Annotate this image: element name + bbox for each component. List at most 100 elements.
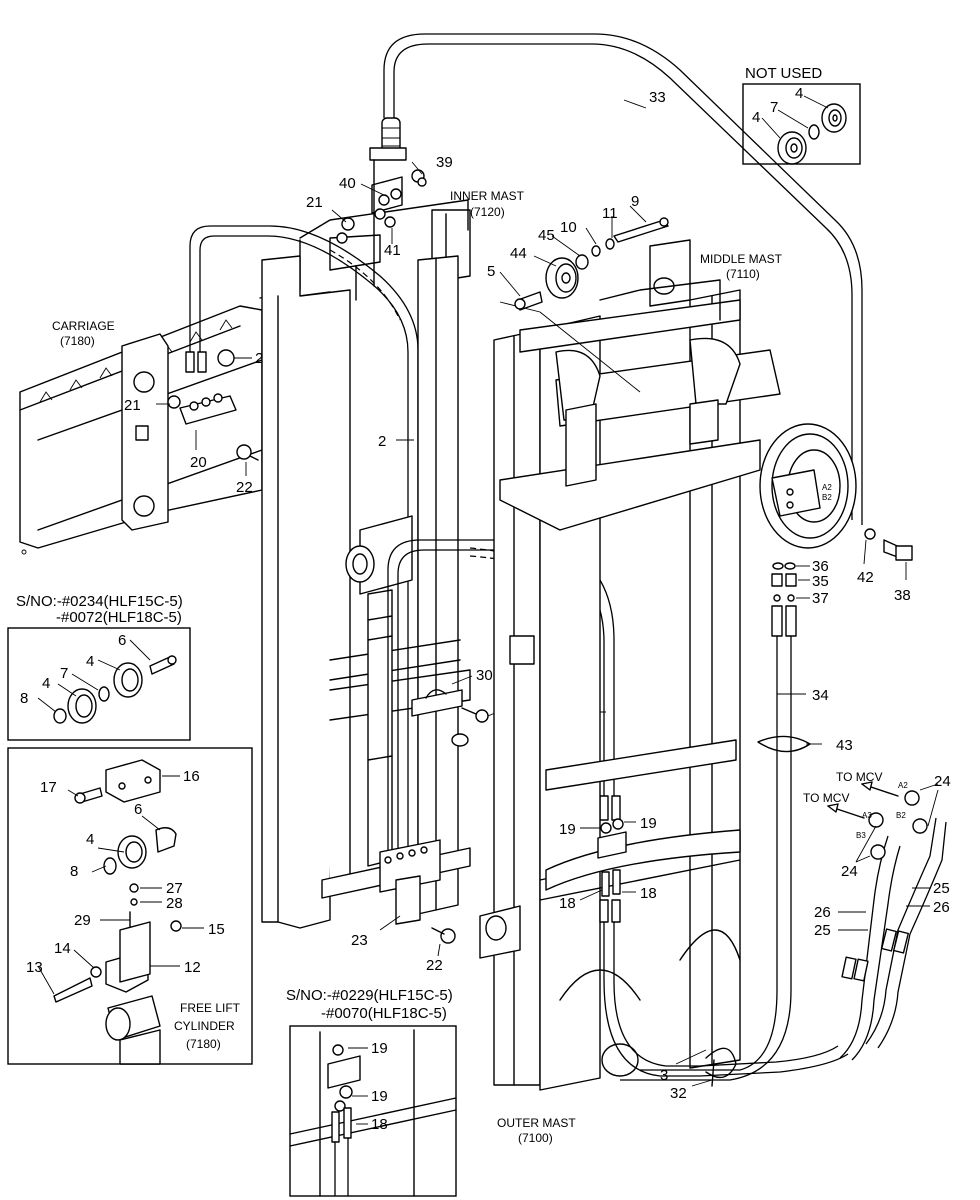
bracket <box>369 147 407 161</box>
inner-mast <box>259 199 471 301</box>
callout-18: 18 <box>640 885 657 902</box>
callout-24: 24 <box>934 773 951 790</box>
callout-20: 20 <box>190 454 207 471</box>
outer-mast-code: (7100) <box>518 1131 553 1145</box>
callout-39: 39 <box>436 154 453 171</box>
top-fittings: 40 39 21 41 <box>306 147 453 287</box>
washer <box>575 254 589 270</box>
middle-mast-code: (7110) <box>726 267 760 281</box>
callout-8: 8 <box>20 690 28 707</box>
callout-38: 38 <box>894 587 911 604</box>
callout-21: 21 <box>124 397 141 414</box>
free-lift-label-2: CYLINDER <box>174 1019 235 1033</box>
callout-28: 28 <box>166 895 183 912</box>
plug <box>53 708 67 724</box>
callout-22: 22 <box>426 957 443 974</box>
callout-3: 3 <box>660 1067 668 1084</box>
callout-36: 36 <box>812 558 829 575</box>
middle-mast <box>261 255 471 929</box>
nut <box>167 395 181 409</box>
washer <box>605 238 615 250</box>
not-used-title: NOT USED <box>745 65 822 82</box>
callout-2: 2 <box>378 433 386 450</box>
hose-33 <box>381 33 863 525</box>
callout-26: 26 <box>814 904 831 921</box>
nut <box>217 349 235 367</box>
callout-33: 33 <box>649 89 666 106</box>
callout-17: 17 <box>40 779 57 796</box>
callout-15: 15 <box>208 921 225 938</box>
nut <box>600 822 612 834</box>
callout-41: 41 <box>384 242 401 259</box>
washer <box>591 245 601 257</box>
serial-2-line1: S/NO:-#0229(HLF15C-5) <box>286 987 453 1004</box>
port-mark: A2 <box>822 483 832 492</box>
callout-16: 16 <box>183 768 200 785</box>
port-mark: A3 <box>862 811 872 820</box>
callout-27: 27 <box>166 880 183 897</box>
callout-30: 30 <box>476 667 493 684</box>
port-mark: B3 <box>856 831 866 840</box>
callout-37: 37 <box>812 590 829 607</box>
bracket-23: 23 22 <box>351 839 456 974</box>
callout-21: 21 <box>306 194 323 211</box>
callout-11: 11 <box>602 205 618 222</box>
callout-43: 43 <box>836 737 853 754</box>
callout-34: 34 <box>812 687 829 704</box>
free-lift-label: FREE LIFT <box>180 1001 241 1015</box>
carriage <box>19 305 263 555</box>
port-mark: B2 <box>822 493 832 502</box>
bolt-head <box>475 709 489 723</box>
carriage-code: (7180) <box>60 334 95 348</box>
serial-inset-2: S/NO:-#0229(HLF15C-5) -#0070(HLF18C-5) 1… <box>286 987 457 1197</box>
callout-35: 35 <box>812 573 829 590</box>
callout-5: 5 <box>487 263 495 280</box>
roller-stack: 9 11 10 45 44 5 <box>487 193 669 311</box>
port-mark: A2 <box>898 781 908 790</box>
bolt-head <box>440 928 456 944</box>
inner-mast-label: INNER MAST <box>450 189 525 203</box>
callout-22: 22 <box>236 479 253 496</box>
callout-29: 29 <box>74 912 91 929</box>
fitting <box>870 844 886 860</box>
callout-4: 4 <box>795 85 803 102</box>
serial-inset-1: S/NO:-#0234(HLF15C-5) -#0072(HLF18C-5) 8… <box>7 593 191 741</box>
callout-32: 32 <box>670 1085 687 1102</box>
fitting <box>912 818 928 834</box>
serial-1-line1: S/NO:-#0234(HLF15C-5) <box>16 593 183 610</box>
outer-mast-label: OUTER MAST <box>497 1116 576 1130</box>
callout-6: 6 <box>118 632 126 649</box>
callout-12: 12 <box>184 959 201 976</box>
washer-part <box>808 124 820 140</box>
callout-44: 44 <box>510 245 527 262</box>
callout-4: 4 <box>752 109 760 126</box>
hose-clamp-30: 30 31 <box>411 667 522 723</box>
to-mcv-label: TO MCV <box>803 791 849 805</box>
callout-25: 25 <box>814 922 831 939</box>
callout-19: 19 <box>559 821 576 838</box>
callout-7: 7 <box>770 99 778 116</box>
callout-19: 19 <box>640 815 657 832</box>
callout-6: 6 <box>134 801 142 818</box>
callout-7: 7 <box>60 665 68 682</box>
callout-26: 26 <box>933 899 950 916</box>
roller-part <box>777 131 807 165</box>
plug <box>103 857 117 875</box>
callout-45: 45 <box>538 227 555 244</box>
sheave-assembly: A2 B2 42 38 36 35 37 <box>759 423 913 607</box>
free-lift-inset: 16 17 6 4 8 27 28 29 15 14 12 13 FREE LI… <box>7 747 253 1065</box>
callout-13: 13 <box>26 959 43 976</box>
free-lift-cylinder <box>345 515 413 867</box>
callout-18: 18 <box>371 1116 388 1133</box>
mcv-hoses: A3 B3 A2 B2 24 24 TO MCV TO MCV 25 26 26… <box>699 770 951 1077</box>
callout-4: 4 <box>86 653 94 670</box>
fitting <box>868 812 884 828</box>
middle-mast-head <box>499 239 781 531</box>
carriage-fittings: 21 21 20 22 <box>124 349 272 496</box>
callout-18: 18 <box>559 895 576 912</box>
callout-10: 10 <box>560 219 577 236</box>
serial-1-box <box>7 627 191 741</box>
callout-25: 25 <box>933 880 950 897</box>
not-used-inset: NOT USED 4 7 4 <box>742 65 861 165</box>
